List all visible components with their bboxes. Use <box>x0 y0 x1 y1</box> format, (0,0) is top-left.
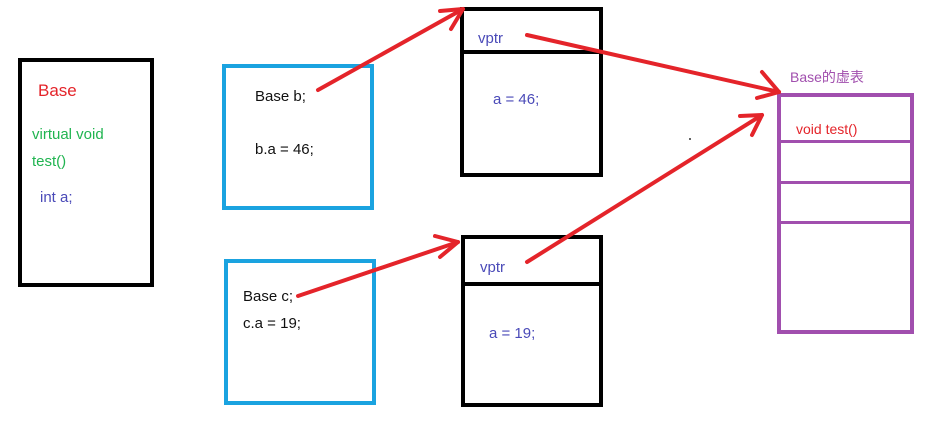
base-class-box: Base virtual void test() int a; <box>18 58 154 287</box>
stray-dot <box>689 138 691 140</box>
base-class-title: Base <box>38 81 77 100</box>
object-b-memory-divider <box>464 50 599 54</box>
object-b-declaration: Base b; <box>255 88 306 105</box>
object-c-box: Base c; c.a = 19; <box>224 259 376 405</box>
vtable-box: void test() <box>777 93 914 334</box>
vtable-divider-3 <box>781 221 910 224</box>
arrow-vptr-c-to-vtable <box>525 113 764 264</box>
object-b-assignment: b.a = 46; <box>255 141 314 158</box>
object-c-assignment: c.a = 19; <box>243 315 301 332</box>
object-c-declaration: Base c; <box>243 288 294 305</box>
object-c-member-value: a = 19; <box>489 325 536 342</box>
object-b-member-value: a = 46; <box>493 91 540 108</box>
member-declaration: int a; <box>40 189 73 206</box>
object-c-memory-box: vptr a = 19; <box>461 235 603 407</box>
virtual-method-line1: virtual void <box>32 126 104 143</box>
vtable-entry-test: void test() <box>796 121 858 137</box>
arrow-vptr-b-to-vtable <box>525 33 781 100</box>
arrow-c-to-memory <box>296 234 460 298</box>
arrow-b-to-memory <box>316 7 465 92</box>
vtable-divider-2 <box>781 181 910 184</box>
virtual-method-line2: test() <box>32 153 67 170</box>
vtable-divider-1 <box>781 140 910 143</box>
object-b-box: Base b; b.a = 46; <box>222 64 374 210</box>
vtable-title: Base的虚表 <box>790 69 864 85</box>
object-c-memory-divider <box>465 282 599 286</box>
object-b-vptr: vptr <box>478 30 504 47</box>
object-c-vptr: vptr <box>480 259 506 276</box>
